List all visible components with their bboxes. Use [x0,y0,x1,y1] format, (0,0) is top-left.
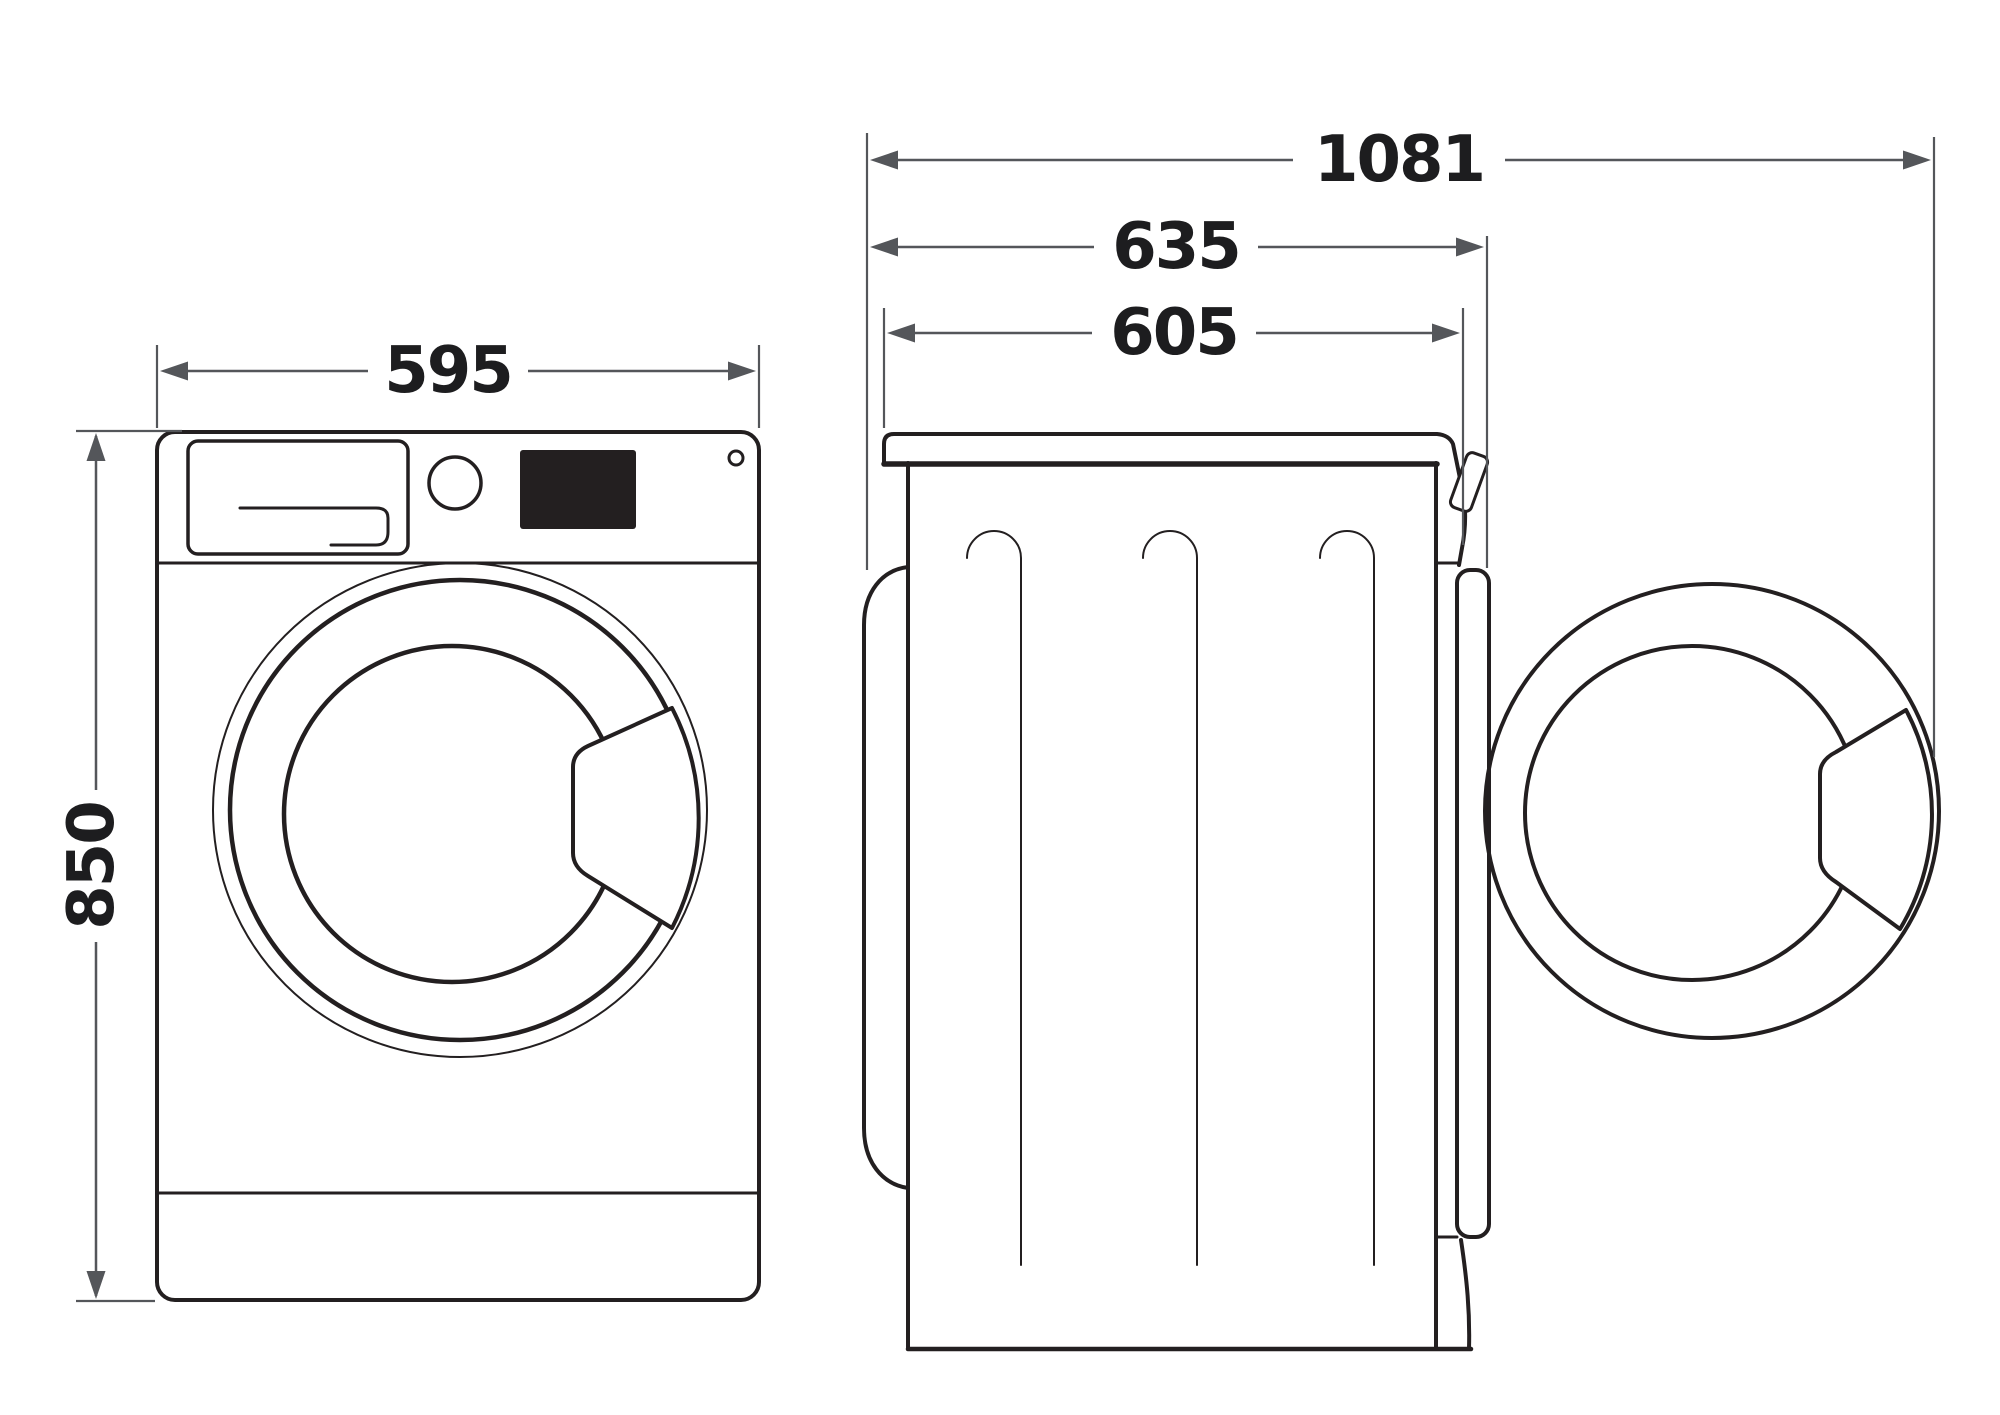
front-body-outline [155,430,761,1302]
dimension-depth-body: 605 [882,296,1465,545]
side-panel-groove [1319,530,1375,1266]
display-panel [520,450,636,529]
arrow-left-icon [887,323,915,343]
front-view [155,430,761,1302]
program-knob [427,455,483,511]
power-button-icon [727,449,745,467]
front-door-handle [571,706,701,930]
open-door-outer-ring [1483,582,1941,1040]
door-hinge-knob [1448,451,1490,513]
dimension-front-width: 595 [155,334,761,428]
open-door-edge-panel [1455,568,1491,1239]
dimension-value: 605 [1110,296,1238,370]
arrow-left-icon [870,237,898,257]
open-door-handle [1818,708,1934,931]
dimension-value: 1081 [1314,123,1484,197]
dimension-depth-overall: 635 [870,210,1489,568]
arrow-right-icon [1432,323,1460,343]
side-rear-bulge [862,565,910,1190]
dimension-front-height: 850 [55,429,182,1303]
arrow-right-icon [728,361,756,381]
arrow-up-icon [86,433,106,461]
arrow-right-icon [1456,237,1484,257]
open-door-window [1523,644,1861,982]
side-panel-groove [966,530,1022,1266]
side-panel-groove [1142,530,1198,1266]
dimension-value: 595 [384,334,512,408]
arrow-right-icon [1903,150,1931,170]
detergent-drawer [186,439,410,556]
side-view [862,432,1941,1352]
arrow-left-icon [870,150,898,170]
arrow-left-icon [160,361,188,381]
arrow-down-icon [86,1271,106,1299]
dimension-value: 850 [55,802,129,930]
drawer-handle-groove [238,506,390,547]
front-door-outer-ring [212,562,708,1058]
open-door-bottom-flare [1459,1238,1472,1351]
dimension-depth-door-open: 1081 [865,123,1936,757]
dimension-value: 635 [1112,210,1240,284]
